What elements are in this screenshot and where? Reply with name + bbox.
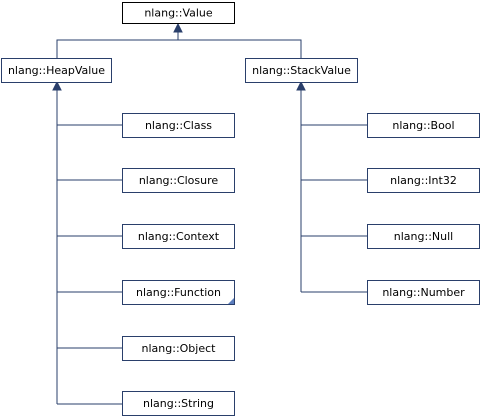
node-class-box	[122, 113, 235, 138]
node-number[interactable]: nlang::Number	[367, 280, 480, 305]
node-bool-label: nlang::Bool	[392, 119, 454, 132]
node-null[interactable]: nlang::Null	[367, 224, 480, 249]
node-stackvalue-label: nlang::StackValue	[252, 64, 351, 77]
node-closure[interactable]: nlang::Closure	[122, 168, 235, 193]
node-stackvalue[interactable]: nlang::StackValue	[245, 58, 358, 83]
node-object[interactable]: nlang::Object	[122, 336, 235, 361]
node-value-label: nlang::Value	[144, 7, 213, 20]
node-int32[interactable]: nlang::Int32	[367, 168, 480, 193]
edges-to-value	[56, 22, 302, 58]
node-object-label: nlang::Object	[142, 342, 217, 355]
arrow-into-stackvalue	[296, 80, 306, 91]
node-heapvalue[interactable]: nlang::HeapValue	[1, 58, 112, 83]
edge-stackvalue-to-value	[178, 39, 302, 58]
node-string-box	[122, 391, 235, 416]
node-string[interactable]: nlang::String	[122, 391, 235, 416]
node-function[interactable]: nlang::Function	[122, 280, 235, 305]
node-bool[interactable]: nlang::Bool	[367, 113, 480, 138]
edges-to-heapvalue	[52, 80, 122, 405]
arrow-into-value	[173, 22, 183, 33]
node-value-box	[122, 2, 235, 24]
node-stackvalue-box	[245, 58, 358, 83]
node-bool-box	[367, 113, 480, 138]
node-number-label: nlang::Number	[382, 286, 465, 299]
arrow-into-heapvalue	[52, 80, 62, 91]
edge-heapvalue-to-value	[56, 28, 179, 58]
edges-to-stackvalue	[296, 80, 367, 293]
node-context-label: nlang::Context	[138, 230, 220, 243]
node-closure-label: nlang::Closure	[139, 174, 219, 187]
node-class-label: nlang::Class	[145, 119, 212, 132]
node-function-fold-mark	[228, 298, 234, 304]
node-string-label: nlang::String	[143, 397, 214, 410]
node-class[interactable]: nlang::Class	[122, 113, 235, 138]
node-null-box	[367, 224, 480, 249]
node-heapvalue-box	[1, 58, 112, 83]
node-context-box	[122, 224, 235, 249]
node-object-box	[122, 336, 235, 361]
node-function-box	[122, 280, 235, 305]
node-function-label: nlang::Function	[136, 286, 221, 299]
node-heapvalue-label: nlang::HeapValue	[8, 64, 105, 77]
node-int32-label: nlang::Int32	[390, 174, 457, 187]
node-context[interactable]: nlang::Context	[122, 224, 235, 249]
node-null-label: nlang::Null	[394, 230, 453, 243]
node-value[interactable]: nlang::Value	[122, 2, 235, 24]
node-int32-box	[367, 168, 480, 193]
node-number-box	[367, 280, 480, 305]
node-closure-box	[122, 168, 235, 193]
